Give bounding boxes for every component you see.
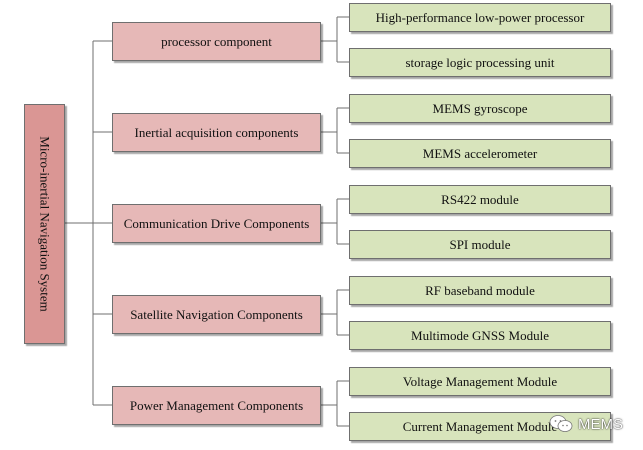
category-communication-drive-components: Communication Drive Components: [112, 204, 321, 243]
leaf-label: Current Management Module: [402, 418, 558, 434]
category-label: Communication Drive Components: [123, 215, 310, 231]
leaf-rs422-module: RS422 module: [349, 185, 611, 214]
leaf-mems-gyroscope: MEMS gyroscope: [349, 94, 611, 123]
leaf-label: SPI module: [449, 236, 511, 252]
category-power-management-components: Power Management Components: [112, 386, 321, 425]
watermark: MEMS: [549, 412, 623, 436]
leaf-voltage-management-module: Voltage Management Module: [349, 367, 611, 396]
category-satellite-navigation-components: Satellite Navigation Components: [112, 295, 321, 334]
leaf-rf-baseband-module: RF baseband module: [349, 276, 611, 305]
category-processor-component: processor component: [112, 22, 321, 61]
watermark-text: MEMS: [578, 415, 623, 433]
root-node: Micro-inertial Navigation System: [24, 104, 65, 344]
leaf-label: MEMS gyroscope: [432, 100, 528, 116]
leaf-label: RF baseband module: [425, 282, 535, 298]
leaf-spi-module: SPI module: [349, 230, 611, 259]
category-label: Satellite Navigation Components: [130, 306, 303, 322]
category-label: Power Management Components: [129, 397, 304, 413]
leaf-label: Multimode GNSS Module: [411, 327, 549, 343]
leaf-label: storage logic processing unit: [405, 54, 555, 70]
leaf-label: RS422 module: [441, 191, 519, 207]
root-label: Micro-inertial Navigation System: [37, 136, 53, 312]
category-label: processor component: [161, 33, 272, 49]
category-inertial-acquisition-components: Inertial acquisition components: [112, 113, 321, 152]
leaf-high-performance-low-power-processor: High-performance low-power processor: [349, 3, 611, 32]
wechat-icon: [549, 414, 573, 434]
leaf-storage-logic-processing-unit: storage logic processing unit: [349, 48, 611, 77]
leaf-label: High-performance low-power processor: [375, 9, 585, 25]
leaf-mems-accelerometer: MEMS accelerometer: [349, 139, 611, 168]
leaf-label: Voltage Management Module: [402, 373, 558, 389]
category-label: Inertial acquisition components: [134, 124, 299, 140]
leaf-label: MEMS accelerometer: [422, 145, 538, 161]
leaf-multimode-gnss-module: Multimode GNSS Module: [349, 321, 611, 350]
